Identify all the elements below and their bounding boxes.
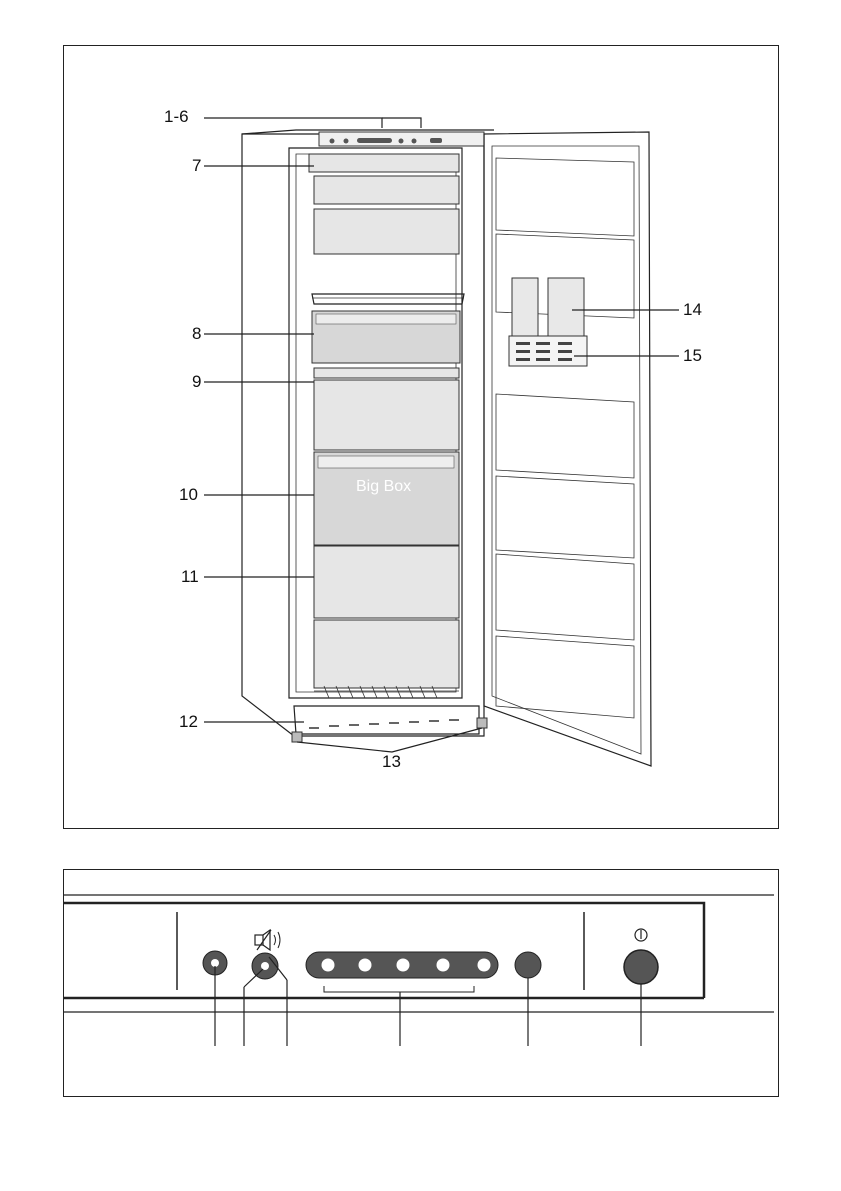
callout-13: 13 <box>382 753 401 770</box>
callout-7: 7 <box>192 157 201 174</box>
freezer-illustration <box>64 46 780 830</box>
callout-14: 14 <box>683 301 702 318</box>
freezer-illustration-panel: 1-6 7 8 9 10 11 12 13 14 15 Big Box <box>63 45 779 829</box>
big-box-drawer-label: Big Box <box>356 478 411 496</box>
control-panel-illustration <box>63 869 779 1097</box>
callout-8: 8 <box>192 325 201 342</box>
callout-11: 11 <box>181 568 199 585</box>
power-icon <box>635 929 647 941</box>
callout-15: 15 <box>683 347 702 364</box>
callout-12: 12 <box>179 713 198 730</box>
callout-10: 10 <box>179 486 198 503</box>
callout-1-6: 1-6 <box>164 108 189 125</box>
control-panel-drawing <box>64 870 780 1098</box>
alarm-off-icon <box>255 930 280 950</box>
callout-9: 9 <box>192 373 201 390</box>
